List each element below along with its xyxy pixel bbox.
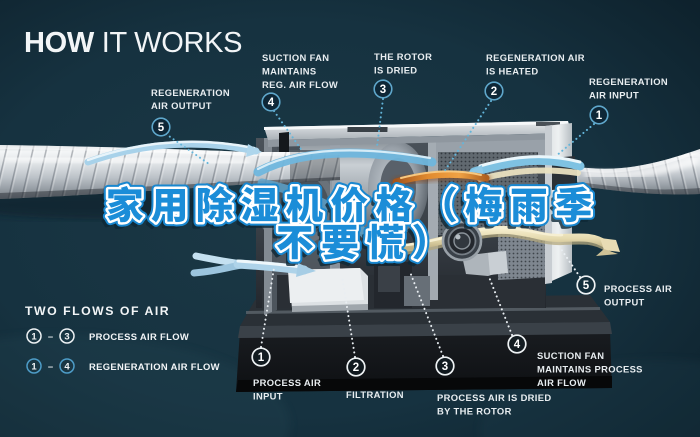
svg-text:IS HEATED: IS HEATED bbox=[486, 66, 538, 77]
svg-text:1: 1 bbox=[31, 332, 37, 343]
svg-text:5: 5 bbox=[583, 280, 590, 292]
svg-text:INPUT: INPUT bbox=[253, 391, 283, 402]
svg-text:4: 4 bbox=[514, 339, 521, 351]
svg-text:AIR INPUT: AIR INPUT bbox=[589, 90, 639, 101]
svg-text:SUCTION FAN: SUCTION FAN bbox=[537, 350, 604, 361]
svg-text:IS DRIED: IS DRIED bbox=[374, 65, 417, 76]
svg-text:TWO FLOWS OF AIR: TWO FLOWS OF AIR bbox=[25, 304, 170, 318]
svg-text:REG. AIR FLOW: REG. AIR FLOW bbox=[262, 79, 338, 90]
svg-text:AIR OUTPUT: AIR OUTPUT bbox=[151, 100, 212, 111]
svg-text:REGENERATION: REGENERATION bbox=[589, 76, 668, 87]
svg-text:REGENERATION AIR: REGENERATION AIR bbox=[486, 52, 585, 63]
svg-text:MAINTAINS: MAINTAINS bbox=[262, 66, 317, 77]
svg-text:BY THE ROTOR: BY THE ROTOR bbox=[437, 406, 512, 417]
svg-text:MAINTAINS PROCESS: MAINTAINS PROCESS bbox=[537, 364, 643, 375]
svg-text:REGENERATION AIR FLOW: REGENERATION AIR FLOW bbox=[89, 361, 220, 372]
svg-text:3: 3 bbox=[64, 332, 69, 343]
svg-text:1: 1 bbox=[258, 352, 265, 364]
svg-text:FILTRATION: FILTRATION bbox=[346, 389, 404, 400]
svg-text:5: 5 bbox=[158, 122, 165, 134]
svg-text:REGENERATION: REGENERATION bbox=[151, 87, 230, 98]
svg-text:4: 4 bbox=[268, 97, 275, 109]
svg-text:2: 2 bbox=[353, 362, 359, 374]
svg-text:1: 1 bbox=[31, 362, 37, 373]
svg-text:3: 3 bbox=[442, 361, 448, 373]
svg-text:PROCESS AIR FLOW: PROCESS AIR FLOW bbox=[89, 331, 189, 342]
svg-text:HOW IT WORKS: HOW IT WORKS bbox=[24, 27, 242, 59]
svg-text:AIR FLOW: AIR FLOW bbox=[537, 377, 586, 388]
svg-text:–: – bbox=[48, 362, 53, 373]
svg-text:PROCESS AIR IS DRIED: PROCESS AIR IS DRIED bbox=[437, 392, 551, 403]
svg-text:2: 2 bbox=[491, 86, 497, 98]
svg-text:1: 1 bbox=[596, 110, 603, 122]
svg-text:3: 3 bbox=[380, 84, 386, 96]
svg-text:–: – bbox=[48, 332, 53, 343]
svg-text:4: 4 bbox=[64, 362, 70, 373]
svg-text:OUTPUT: OUTPUT bbox=[604, 297, 645, 308]
svg-text:PROCESS AIR: PROCESS AIR bbox=[604, 283, 672, 294]
svg-text:THE ROTOR: THE ROTOR bbox=[374, 51, 432, 62]
svg-text:PROCESS AIR: PROCESS AIR bbox=[253, 377, 321, 388]
svg-text:SUCTION FAN: SUCTION FAN bbox=[262, 52, 329, 63]
